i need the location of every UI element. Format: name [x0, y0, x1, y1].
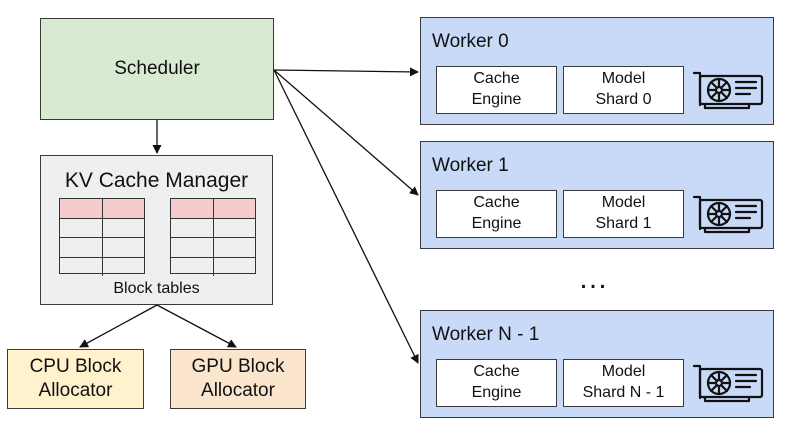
cache-engine-line1: Cache [473, 194, 520, 212]
gpu-allocator-line2: Allocator [201, 380, 275, 401]
model-shard-line2: Shard 0 [595, 91, 652, 108]
cache-engine-line2: Engine [471, 215, 522, 232]
arrow-scheduler-to-worker-0 [273, 67, 419, 77]
block-tables-label: Block tables [113, 280, 200, 297]
scheduler-box: Scheduler [40, 18, 274, 120]
cpu-allocator-line1: CPU Block [29, 356, 122, 378]
model-shard-line1: Model [601, 70, 646, 88]
cache-engine-line2: Engine [471, 384, 522, 401]
model-shard-line1: Model [601, 363, 646, 381]
model-shard-line1: Model [601, 194, 646, 212]
gpu-allocator-line1: GPU Block [191, 356, 285, 378]
model-shard-line2: Shard 1 [595, 215, 652, 232]
cache-engine-line2: Engine [471, 91, 522, 108]
kv-cache-manager-title: KV Cache Manager [64, 169, 249, 192]
cache-engine-line1: Cache [473, 363, 520, 381]
cpu-allocator-line2: Allocator [38, 380, 113, 401]
arrow-kv-to-gpu [156, 304, 237, 348]
block-table-right [170, 198, 256, 276]
gpu-block-allocator-box: GPU Block Allocator [170, 349, 306, 409]
block-table-left [59, 198, 145, 276]
ellipsis-more-workers: … [578, 262, 610, 295]
gpu-card-icon [692, 71, 764, 110]
model-shard-line2: Shard N - 1 [582, 384, 665, 401]
worker-title: Worker 1 [432, 155, 509, 176]
worker-title: Worker N - 1 [432, 324, 540, 345]
arrow-scheduler-to-worker-1 [273, 69, 419, 196]
arrow-scheduler-to-worker-n [273, 69, 419, 364]
cache-engine-line1: Cache [473, 70, 520, 88]
gpu-card-icon [692, 195, 764, 234]
kv-cache-manager-box: KV Cache Manager Block tables [40, 155, 273, 305]
arrow-kv-to-cpu [79, 304, 158, 348]
cpu-block-allocator-box: CPU Block Allocator [7, 349, 144, 409]
scheduler-label: Scheduler [114, 58, 200, 79]
gpu-card-icon [692, 364, 764, 403]
worker-title: Worker 0 [432, 31, 509, 52]
